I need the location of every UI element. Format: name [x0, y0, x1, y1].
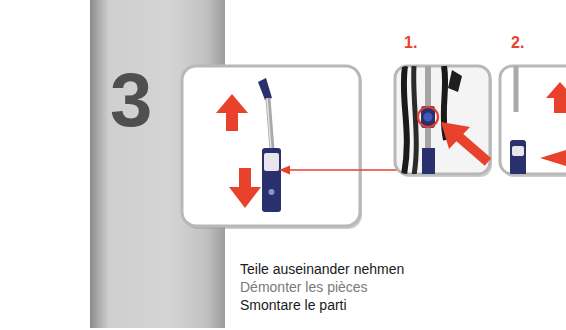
callout-number: 2. [511, 34, 524, 52]
vacuum-panel [264, 153, 279, 171]
step-band: 3 [90, 0, 225, 328]
down-arrow [540, 150, 566, 166]
highlight-ring [418, 107, 438, 127]
up-arrow-shaft [226, 112, 238, 131]
callout-number: 1. [404, 34, 417, 52]
cable [404, 66, 407, 174]
detail-photo [510, 66, 566, 174]
vacuum-pole [268, 98, 272, 150]
instruction-text: Démonter les pièces [240, 279, 368, 295]
detail-photo [404, 66, 462, 174]
vacuum-body [262, 148, 281, 212]
push-arrow [441, 122, 470, 149]
photo-frame [395, 66, 490, 174]
leader-line [288, 169, 425, 171]
vacuum-handle [258, 78, 272, 100]
vacuum-logo [269, 189, 275, 195]
down-arrow-shaft [239, 168, 251, 188]
pole [514, 66, 519, 112]
photo-frame [182, 66, 360, 226]
body-part [422, 148, 435, 174]
instruction-text: Smontare le parti [240, 297, 347, 313]
pole-highlight [267, 98, 271, 150]
photo-shadow [397, 69, 492, 177]
release-button [424, 113, 433, 122]
photo-shadow [184, 69, 362, 229]
push-arrow-shaft [458, 136, 488, 162]
up-arrow [216, 94, 248, 113]
clip-part [421, 106, 435, 128]
photo-shadow [502, 69, 566, 177]
down-arrow [229, 187, 261, 208]
pole [425, 66, 431, 174]
leader-arrowhead [279, 166, 290, 175]
cable [444, 66, 446, 140]
panel [512, 146, 524, 156]
plug [448, 70, 462, 92]
up-arrow-shaft [554, 97, 566, 113]
body-part [510, 140, 526, 174]
photo-frame [500, 66, 566, 174]
cable [414, 66, 417, 174]
instruction-text: Teile auseinander nehmen [240, 261, 404, 277]
stick-vacuum [258, 78, 281, 212]
step-number: 3 [110, 62, 225, 138]
up-arrow [546, 82, 566, 98]
